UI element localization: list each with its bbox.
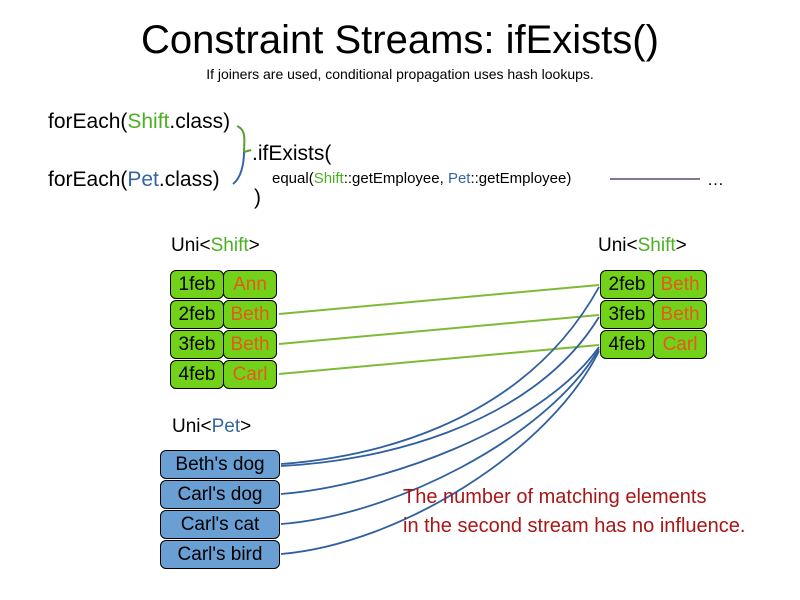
brace-lower-blue — [232, 151, 245, 185]
code-foreach-shift-suffix: .class) — [169, 110, 231, 133]
table-right-uni-shift: 2feb Beth 3feb Beth 4feb Carl — [600, 270, 707, 360]
cell-employee: Beth — [223, 300, 277, 329]
table-left-uni-shift: 1feb Ann 2feb Beth 3feb Beth 4feb Carl — [170, 270, 277, 390]
connector-green-3feb — [278, 314, 600, 345]
code-closing-paren: ) — [254, 186, 261, 209]
list-item[interactable]: Carl's bird — [160, 540, 280, 569]
code-equal-type-pet: Pet — [447, 170, 471, 187]
table-row[interactable]: 2feb Beth — [600, 270, 707, 299]
cell-date: 4feb — [600, 330, 654, 359]
label-pet-suffix: > — [240, 416, 252, 437]
table-uni-pet: Beth's dog Carl's dog Carl's cat Carl's … — [160, 450, 280, 570]
table-row[interactable]: 3feb Beth — [170, 330, 277, 359]
connector-green-4feb — [278, 344, 600, 375]
cell-pet-name: Beth's dog — [160, 450, 280, 479]
code-ifexists-call: .ifExists( — [252, 142, 332, 165]
label-left-uni-shift: Uni<Shift> — [171, 235, 260, 257]
brace-upper-green — [236, 125, 246, 153]
code-foreach-shift: forEach(Shift.class) — [48, 110, 230, 134]
code-foreach-shift-type: Shift — [127, 110, 170, 133]
label-right-prefix: Uni< — [598, 235, 638, 256]
cell-employee: Ann — [223, 270, 277, 299]
table-row[interactable]: 1feb Ann — [170, 270, 277, 299]
connector-green-2feb — [278, 284, 600, 315]
annotation-line-1: The number of matching elements — [403, 486, 707, 508]
table-row[interactable]: 4feb Carl — [170, 360, 277, 389]
cell-employee: Carl — [653, 330, 707, 359]
cell-date: 3feb — [170, 330, 224, 359]
code-foreach-shift-prefix: forEach( — [48, 110, 128, 133]
connector-blue-beths-dog — [280, 286, 600, 465]
brace-tip — [243, 149, 252, 153]
code-equal-type-shift: Shift — [313, 170, 344, 187]
code-equal-suffix: ::getEmployee) — [470, 170, 572, 187]
annotation-line-2: in the second stream has no influence. — [403, 515, 746, 537]
code-foreach-pet-prefix: forEach( — [48, 168, 128, 191]
list-item[interactable]: Carl's cat — [160, 510, 280, 539]
code-equal-joiner: equal(Shift::getEmployee, Pet::getEmploy… — [272, 170, 571, 187]
code-foreach-pet: forEach(Pet.class) — [48, 168, 220, 192]
cell-date: 4feb — [170, 360, 224, 389]
label-right-suffix: > — [675, 235, 687, 256]
label-left-suffix: > — [248, 235, 260, 256]
code-equal-mid: ::getEmployee, — [343, 170, 448, 187]
label-left-type: Shift — [210, 235, 249, 256]
code-foreach-pet-type: Pet — [127, 168, 159, 191]
ellipsis-continuation: … — [707, 170, 724, 189]
cell-date: 1feb — [170, 270, 224, 299]
cell-pet-name: Carl's cat — [160, 510, 280, 539]
cell-date: 2feb — [600, 270, 654, 299]
annotation-note: The number of matching elements in the s… — [403, 483, 745, 541]
cell-pet-name: Carl's bird — [160, 540, 280, 569]
label-pet-type: Pet — [211, 416, 241, 437]
cell-pet-name: Carl's dog — [160, 480, 280, 509]
cell-date: 3feb — [600, 300, 654, 329]
code-equal-prefix: equal( — [272, 170, 314, 187]
list-item[interactable]: Carl's dog — [160, 480, 280, 509]
table-row[interactable]: 2feb Beth — [170, 300, 277, 329]
cell-employee: Beth — [223, 330, 277, 359]
page-title: Constraint Streams: ifExists() — [141, 18, 659, 62]
page-subtitle: If joiners are used, conditional propaga… — [206, 66, 594, 82]
label-pet-prefix: Uni< — [172, 416, 212, 437]
table-row[interactable]: 4feb Carl — [600, 330, 707, 359]
label-right-type: Shift — [637, 235, 676, 256]
table-row[interactable]: 3feb Beth — [600, 300, 707, 329]
cell-date: 2feb — [170, 300, 224, 329]
code-foreach-pet-suffix: .class) — [158, 168, 220, 191]
cell-employee: Beth — [653, 270, 707, 299]
cell-employee: Beth — [653, 300, 707, 329]
label-uni-pet: Uni<Pet> — [172, 416, 251, 438]
cell-employee: Carl — [223, 360, 277, 389]
list-item[interactable]: Beth's dog — [160, 450, 280, 479]
label-right-uni-shift: Uni<Shift> — [598, 235, 687, 257]
connector-blue-carls-dog — [280, 346, 600, 495]
label-left-prefix: Uni< — [171, 235, 211, 256]
connector-blue-beths-dog-2 — [280, 316, 600, 467]
